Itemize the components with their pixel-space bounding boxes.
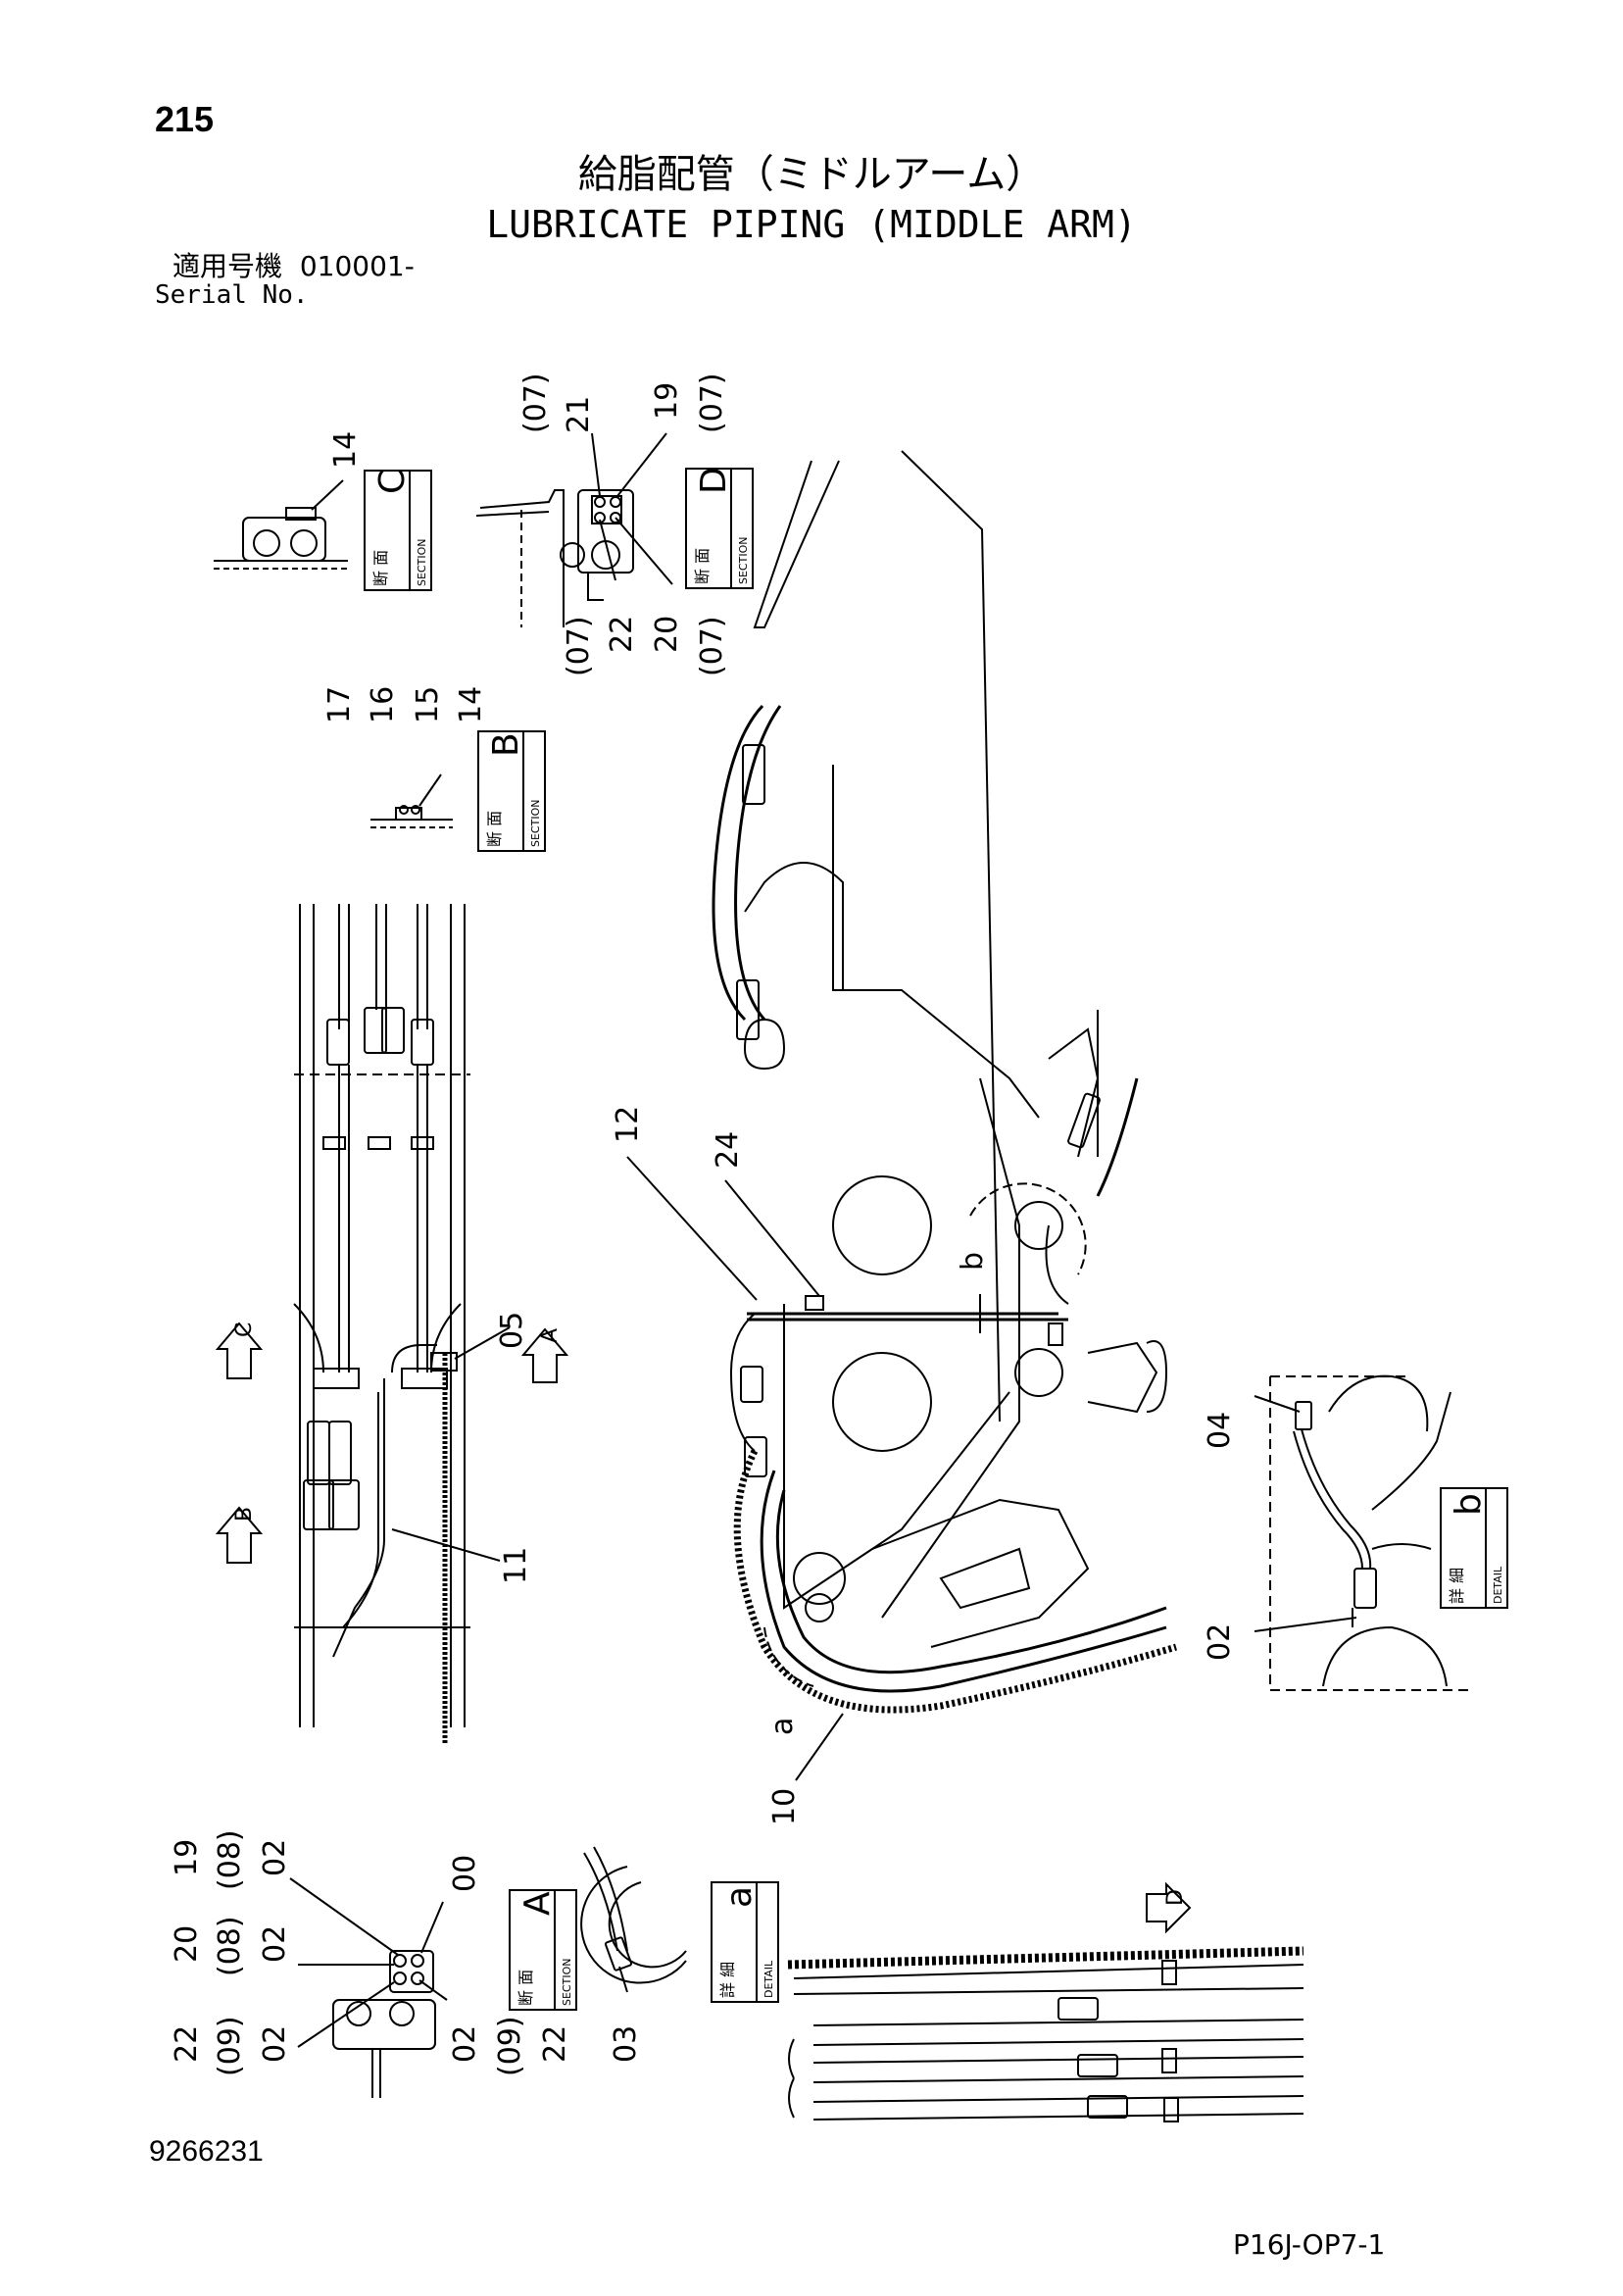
section-c-jp: 断 面 [371, 550, 390, 586]
section-c-letter: C [372, 470, 413, 494]
serial-value: 010001- [299, 250, 415, 282]
callout-04: 04 [1203, 1412, 1237, 1449]
view-arrow-c: C [215, 1322, 264, 1379]
callout-11: 11 [499, 1547, 533, 1584]
section-a-en: SECTION [561, 1959, 573, 2006]
detail-b-view [1254, 1374, 1470, 1691]
callout-b-16: 16 [366, 686, 400, 724]
callout-a-22b: 22 [538, 2025, 572, 2063]
detail-b-label-box: b 詳 細 DETAIL [1440, 1487, 1508, 1609]
page-number: 215 [155, 99, 215, 139]
arm-lower-view [787, 1946, 1304, 2122]
callout-02-detail-b: 02 [1203, 1623, 1237, 1661]
detail-a-label-box: a 詳 細 DETAIL [711, 1881, 779, 2003]
section-b-letter: B [486, 732, 526, 757]
callout-a-08b: (08) [213, 1916, 247, 1976]
serial-label-en: Serial No. [155, 280, 309, 310]
section-a-letter: A [517, 1891, 558, 1916]
section-c-en: SECTION [416, 539, 428, 586]
callout-d-20: 20 [650, 616, 684, 653]
callout-b-main: b [956, 1252, 990, 1271]
main-arm-side-view [712, 450, 1178, 1714]
document-number: 9266231 [149, 2135, 264, 2168]
callout-b-17: 17 [322, 686, 357, 724]
section-c-view [214, 479, 348, 570]
callout-c-14: 14 [328, 431, 363, 469]
callout-a-19: 19 [170, 1839, 204, 1876]
serial-applicable: 適用号機 010001- [172, 253, 415, 280]
callout-d-07c: (07) [562, 616, 596, 676]
section-b-en: SECTION [529, 800, 542, 847]
detail-a-view [580, 1846, 687, 1993]
callout-d-07a: (07) [518, 373, 553, 433]
detail-a-letter: a [719, 1886, 760, 1908]
callout-a-09a: (09) [213, 2016, 247, 2076]
callout-a-02d: 02 [448, 2025, 482, 2063]
section-b-view [370, 774, 453, 828]
callout-d-19: 19 [650, 382, 684, 420]
callout-d-07d: (07) [695, 616, 729, 676]
callout-a-main: a [765, 1718, 800, 1735]
callout-d-07b: (07) [695, 373, 729, 433]
callout-10: 10 [767, 1788, 802, 1825]
detail-b-jp: 詳 細 [1448, 1568, 1466, 1604]
section-c-label-box: C 断 面 SECTION [364, 470, 432, 591]
view-arrow-d: D [1146, 1881, 1192, 1934]
arm-top-view [293, 904, 501, 1745]
section-b-jp: 断 面 [485, 811, 504, 847]
callout-b-14: 14 [454, 686, 488, 724]
callout-a-02b: 02 [258, 1925, 292, 1963]
callout-24: 24 [711, 1131, 745, 1169]
section-d-view [475, 432, 673, 627]
callout-a-20: 20 [170, 1925, 204, 1963]
section-a-label-box: A 断 面 SECTION [509, 1889, 577, 2011]
callout-a-09b: (09) [493, 2016, 527, 2076]
callout-b-15: 15 [411, 686, 445, 724]
callout-a-02a: 02 [258, 1839, 292, 1876]
serial-label-jp: 適用号機 [172, 250, 283, 282]
section-d-label-box: D 断 面 SECTION [685, 467, 754, 589]
section-d-en: SECTION [737, 537, 750, 584]
detail-a-en: DETAIL [762, 1960, 775, 1998]
view-arrow-b: B [215, 1506, 264, 1564]
detail-b-letter: b [1449, 1493, 1489, 1516]
callout-05: 05 [495, 1312, 529, 1349]
figure-code: P16J-OP7-1 [1233, 2228, 1386, 2261]
callout-03: 03 [609, 2025, 643, 2063]
title-japanese: 給脂配管（ミドルアーム） [577, 152, 1046, 197]
callout-a-22: 22 [170, 2025, 204, 2063]
view-arrow-b-letter: B [232, 1507, 257, 1522]
view-arrow-a-letter: A [538, 1328, 563, 1343]
callout-d-21: 21 [562, 396, 596, 433]
section-d-letter: D [694, 467, 734, 494]
section-d-jp: 断 面 [693, 548, 712, 584]
callout-12: 12 [611, 1106, 645, 1143]
callout-a-08a: (08) [213, 1829, 247, 1890]
view-arrow-c-letter: C [232, 1323, 257, 1337]
view-arrow-d-letter: D [1163, 1889, 1188, 1906]
callout-a-02c: 02 [258, 2025, 292, 2063]
title-english: LUBRICATE PIPING (MIDDLE ARM) [486, 203, 1137, 246]
callout-a-00: 00 [448, 1855, 482, 1892]
section-b-label-box: B 断 面 SECTION [477, 730, 546, 852]
view-arrow-a: A [520, 1327, 569, 1383]
section-a-view [289, 1877, 448, 2098]
detail-a-jp: 詳 細 [718, 1962, 737, 1998]
callout-d-22: 22 [605, 616, 639, 653]
detail-b-en: DETAIL [1492, 1566, 1504, 1604]
section-a-jp: 断 面 [516, 1970, 535, 2006]
